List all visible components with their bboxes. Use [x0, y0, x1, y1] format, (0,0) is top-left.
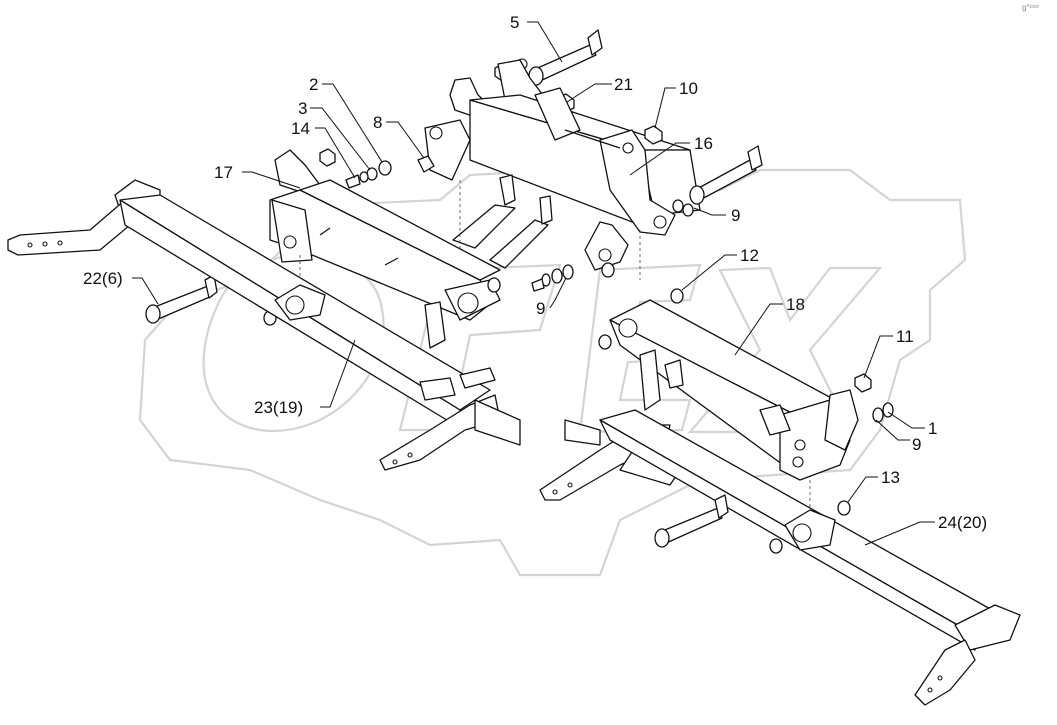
leader-lines: [132, 21, 935, 546]
frame-18: [609, 299, 894, 510]
callout-17: 17: [214, 163, 233, 182]
bracket-16: [424, 59, 701, 280]
callout-9a: 9: [731, 206, 740, 225]
callout-16: 16: [694, 134, 713, 153]
callout-labels: 5 21 10 2 3 14 8 16 17 9 12 22(6) 9 18 1…: [83, 3, 1039, 532]
washers-9a: [487, 264, 574, 293]
callout-2: 2: [309, 75, 318, 94]
callout-10: 10: [679, 79, 698, 98]
callout-1: 1: [928, 419, 937, 438]
callout-18: 18: [786, 295, 805, 314]
callout-9b: 9: [536, 299, 545, 318]
callout-5: 5: [510, 13, 519, 32]
callout-8: 8: [373, 113, 382, 132]
callout-11: 11: [896, 327, 914, 346]
pin-right-upper: [672, 145, 763, 217]
callout-12: 12: [740, 246, 759, 265]
corner-mark: g°ᵒᵒᵒ: [1022, 3, 1039, 12]
callout-3: 3: [298, 99, 307, 118]
pin-22: [145, 274, 218, 324]
beam-23: [7, 179, 521, 471]
pin-5: [528, 29, 603, 86]
washers-2-3-14: [319, 148, 435, 189]
frame-17: [269, 149, 501, 349]
callout-23: 23(19): [254, 398, 303, 417]
nut-10: [644, 125, 663, 145]
callout-21: 21: [614, 75, 633, 94]
beam-24: [539, 409, 1021, 706]
callout-22: 22(6): [83, 269, 123, 288]
callout-13: 13: [881, 468, 900, 487]
callout-24: 24(20): [938, 513, 987, 532]
callout-9c: 9: [912, 435, 921, 454]
callout-14: 14: [291, 119, 310, 138]
